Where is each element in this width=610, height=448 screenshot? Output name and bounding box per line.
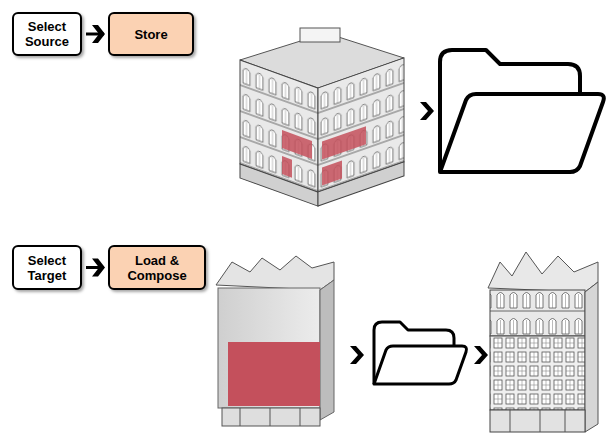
- composed-building: [488, 252, 598, 432]
- box-label: Load & Compose: [110, 253, 204, 283]
- source-building: [240, 28, 404, 206]
- chevron-arrow: [420, 102, 434, 120]
- flow-arrow: [86, 266, 104, 269]
- box-label: Select Source: [14, 19, 80, 49]
- process-box: Select Target: [12, 245, 82, 290]
- process-box: Store: [108, 12, 194, 56]
- chevron-arrow: [350, 346, 364, 364]
- target-building: [216, 256, 334, 426]
- chevron-arrow: [474, 346, 488, 364]
- process-box: Select Source: [12, 12, 82, 56]
- process-box: Load & Compose: [108, 245, 206, 290]
- box-label: Store: [134, 27, 167, 42]
- box-label: Select Target: [14, 253, 80, 283]
- flow-arrow: [86, 33, 104, 36]
- folder-icon: [440, 50, 604, 172]
- folder-icon: [374, 322, 467, 384]
